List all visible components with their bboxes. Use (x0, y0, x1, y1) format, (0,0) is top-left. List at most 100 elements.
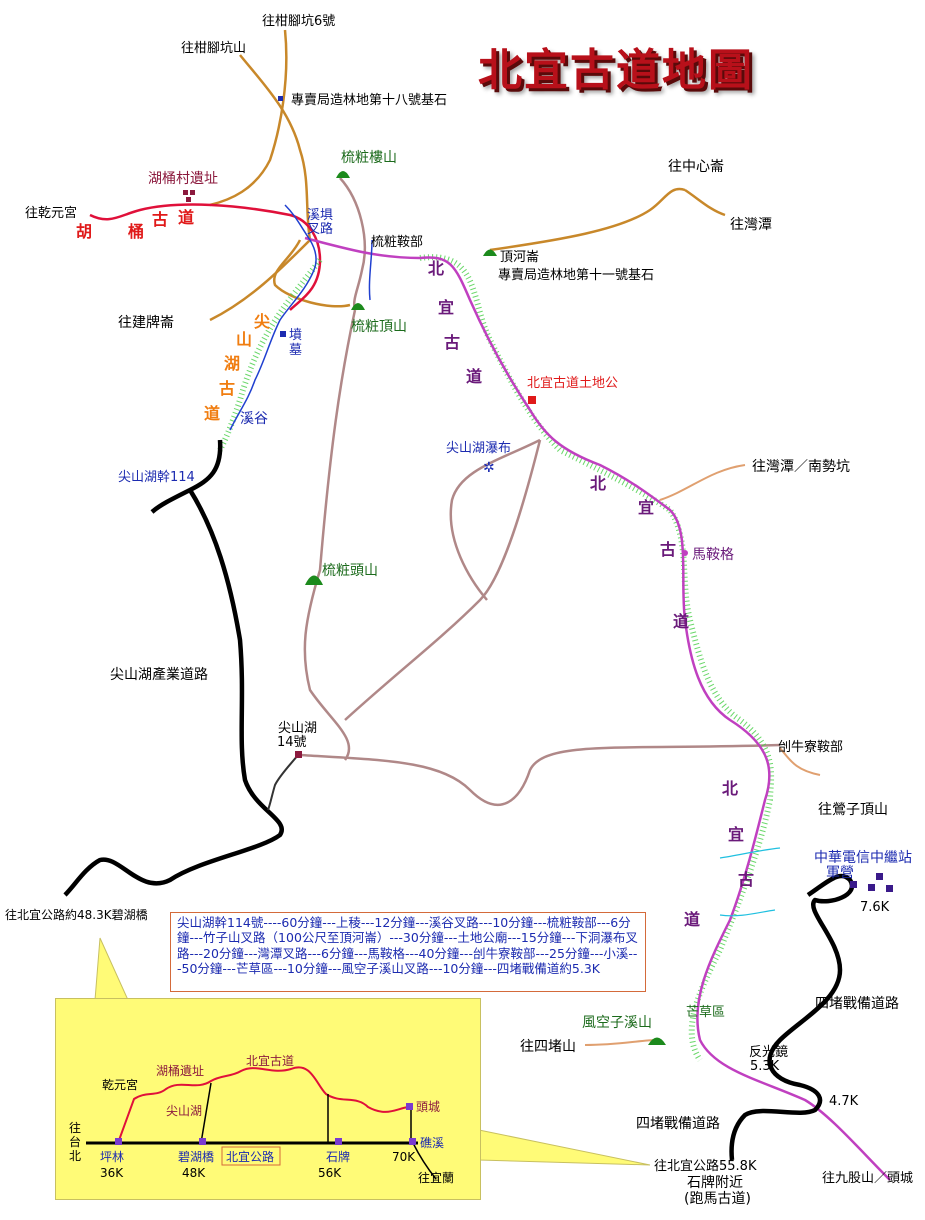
label-waterfall: 尖山湖瀑布 (446, 441, 512, 456)
label-jian-shan-14b: 14號 (277, 735, 307, 750)
creek-shu-zhuang (368, 239, 373, 301)
military-marker (876, 873, 883, 880)
label-si-du-road-2: 四堵戰備道路 (636, 1116, 720, 1132)
trail-char: 尖 (254, 312, 271, 331)
label-gan-jiao-keng-shan: 往柑腳坑山 (181, 41, 247, 56)
label-shu-zhuang-an-bu: 梳粧鞍部 (371, 235, 424, 250)
label-shi-pai-near: 石牌附近 (687, 1175, 743, 1191)
label-forest-stone-18: 專賣局造林地第十八號基石 (291, 93, 448, 108)
inset-shi-pai: 石牌 (326, 1150, 351, 1164)
tomb-marker (280, 331, 286, 337)
inset-jiao-xi-marker (409, 1138, 416, 1145)
tudigong-marker (528, 396, 536, 404)
label-si-du-road-1: 四堵戰備道路 (815, 996, 899, 1012)
label-forest-stone-11: 專賣局造林地第十一號基石 (498, 268, 655, 283)
north-trails (209, 29, 726, 322)
trail-char: 宜 (438, 298, 455, 317)
label-to-jian-pai-lun: 往建牌崙 (118, 315, 174, 331)
inset-yilan-road (412, 1142, 437, 1180)
trail-char: 宜 (728, 825, 745, 844)
trail-char: 道 (178, 208, 195, 227)
inset-overview-map: 往 台 北 乾元宮 湖桶遺址 北宜古道 尖山湖 頭城 坪林 36K 碧湖橋 48… (55, 998, 481, 1200)
inset-to-taipei-char: 往 (69, 1121, 82, 1135)
trail-pao-niu-branch (779, 747, 821, 776)
label-xi-zhui-cha-lu: 溪埧叉路 (307, 208, 334, 237)
inset-tou-cheng-marker (406, 1103, 413, 1110)
label-to-zhong-xin-lun: 往中心崙 (668, 159, 724, 175)
label-ding-he-lun: 頂河崙 (500, 250, 540, 265)
label-hu-tong-site: 湖桶村遺址 (148, 171, 218, 187)
inset-k70: 70K (392, 1150, 416, 1164)
roads (63, 439, 855, 1161)
label-to-wan-tan-nan-shi: 往灣潭／南勢坑 (752, 459, 850, 475)
inset-jian-shan-hu: 尖山湖 (166, 1104, 203, 1118)
inset-qian-yuan: 乾元宮 (102, 1078, 139, 1092)
ma-an-ge-marker (682, 550, 688, 556)
inset-bi-hu-qiao: 碧湖橋 (178, 1150, 215, 1164)
hu-tong-site-marker (183, 190, 188, 195)
trail-wan-tan-nan-shi (659, 464, 746, 501)
trail-char: 古 (444, 333, 461, 352)
label-to-si-du-shan: 往四堵山 (520, 1039, 576, 1055)
inset-bi-hu-marker (199, 1138, 206, 1145)
trail-char: 古 (738, 870, 755, 889)
label-k53: 5.3K (750, 1059, 780, 1074)
label-shu-zhuang-lou-shan: 梳粧樓山 (341, 150, 397, 166)
label-to-feng-zi-ding: 往鶯子頂山 (818, 802, 888, 818)
peak-shu-zhuang-tou (305, 575, 323, 585)
inset-trail (117, 1066, 409, 1144)
label-ma-an-ge: 馬鞍格 (692, 547, 734, 563)
label-xi-gu: 溪谷 (240, 411, 268, 427)
creek-cyan (719, 847, 781, 917)
trail-char: 古 (660, 540, 677, 559)
label-to-wan-tan: 往灣潭 (730, 217, 772, 233)
inset-shi-pai-marker (335, 1138, 342, 1145)
peaks (305, 171, 666, 1045)
label-shu-zhuang-ding-shan: 梳粧頂山 (351, 319, 407, 335)
inset-road-label-box (221, 1146, 281, 1166)
label-tudigong: 北宜古道土地公 (527, 376, 619, 391)
road-connector (267, 754, 299, 811)
inset-svg (86, 1066, 437, 1180)
trail-char: 道 (204, 404, 221, 423)
label-tomb: 墳墓 (289, 328, 303, 358)
trail-char: 北 (428, 259, 445, 278)
inset-pointer-right (478, 1129, 651, 1166)
trail-char: 北 (722, 779, 739, 798)
trail-char: 宜 (638, 498, 655, 517)
trail-char: 道 (466, 367, 483, 386)
hu-tong-trail (89, 203, 322, 311)
trail-char: 桶 (128, 222, 145, 241)
markers (183, 96, 893, 892)
inset-k48: 48K (182, 1166, 206, 1180)
inset-to-taipei: 往 台 北 (69, 1121, 83, 1163)
forest-stone-18-marker (278, 96, 283, 101)
inset-ping-lin: 坪林 (100, 1150, 125, 1164)
inset-k36: 36K (100, 1166, 124, 1180)
trail-si-du-shan (584, 1039, 659, 1046)
trail-char: 湖 (224, 354, 241, 373)
inset-to-yi-lan: 往宜蘭 (418, 1171, 455, 1185)
side-trails (299, 177, 781, 807)
inset-to-taipei-char: 北 (69, 1149, 82, 1163)
trail-char: 山 (236, 330, 253, 349)
trail-char: 道 (673, 612, 690, 631)
inset-tou-cheng: 頭城 (416, 1100, 441, 1114)
waterfall-icon: ✲ (483, 460, 495, 476)
label-jian-shan-114: 尖山湖幹114 (118, 470, 195, 485)
military-marker (850, 881, 857, 888)
label-mang-cao: 芒草區 (686, 1005, 726, 1020)
bei-yi-trail (304, 236, 891, 1181)
inset-k56: 56K (318, 1166, 342, 1180)
label-to-jiu-gu: 往九股山／頭城 (822, 1171, 914, 1186)
label-jian-shan-14: 尖山湖 (278, 721, 318, 736)
hu-tong-site-marker (186, 197, 191, 202)
label-shu-zhuang-tou-shan: 梳粧頭山 (322, 563, 378, 579)
map-title: 北宜古道地圖 (478, 45, 754, 96)
label-to-beiyi-558: 往北宜公路55.8K (654, 1159, 757, 1174)
peak-shu-zhuang-ding (351, 303, 365, 310)
trail-char: 北 (590, 474, 607, 493)
trail-char: 胡 (76, 222, 93, 241)
military-marker (886, 885, 893, 892)
